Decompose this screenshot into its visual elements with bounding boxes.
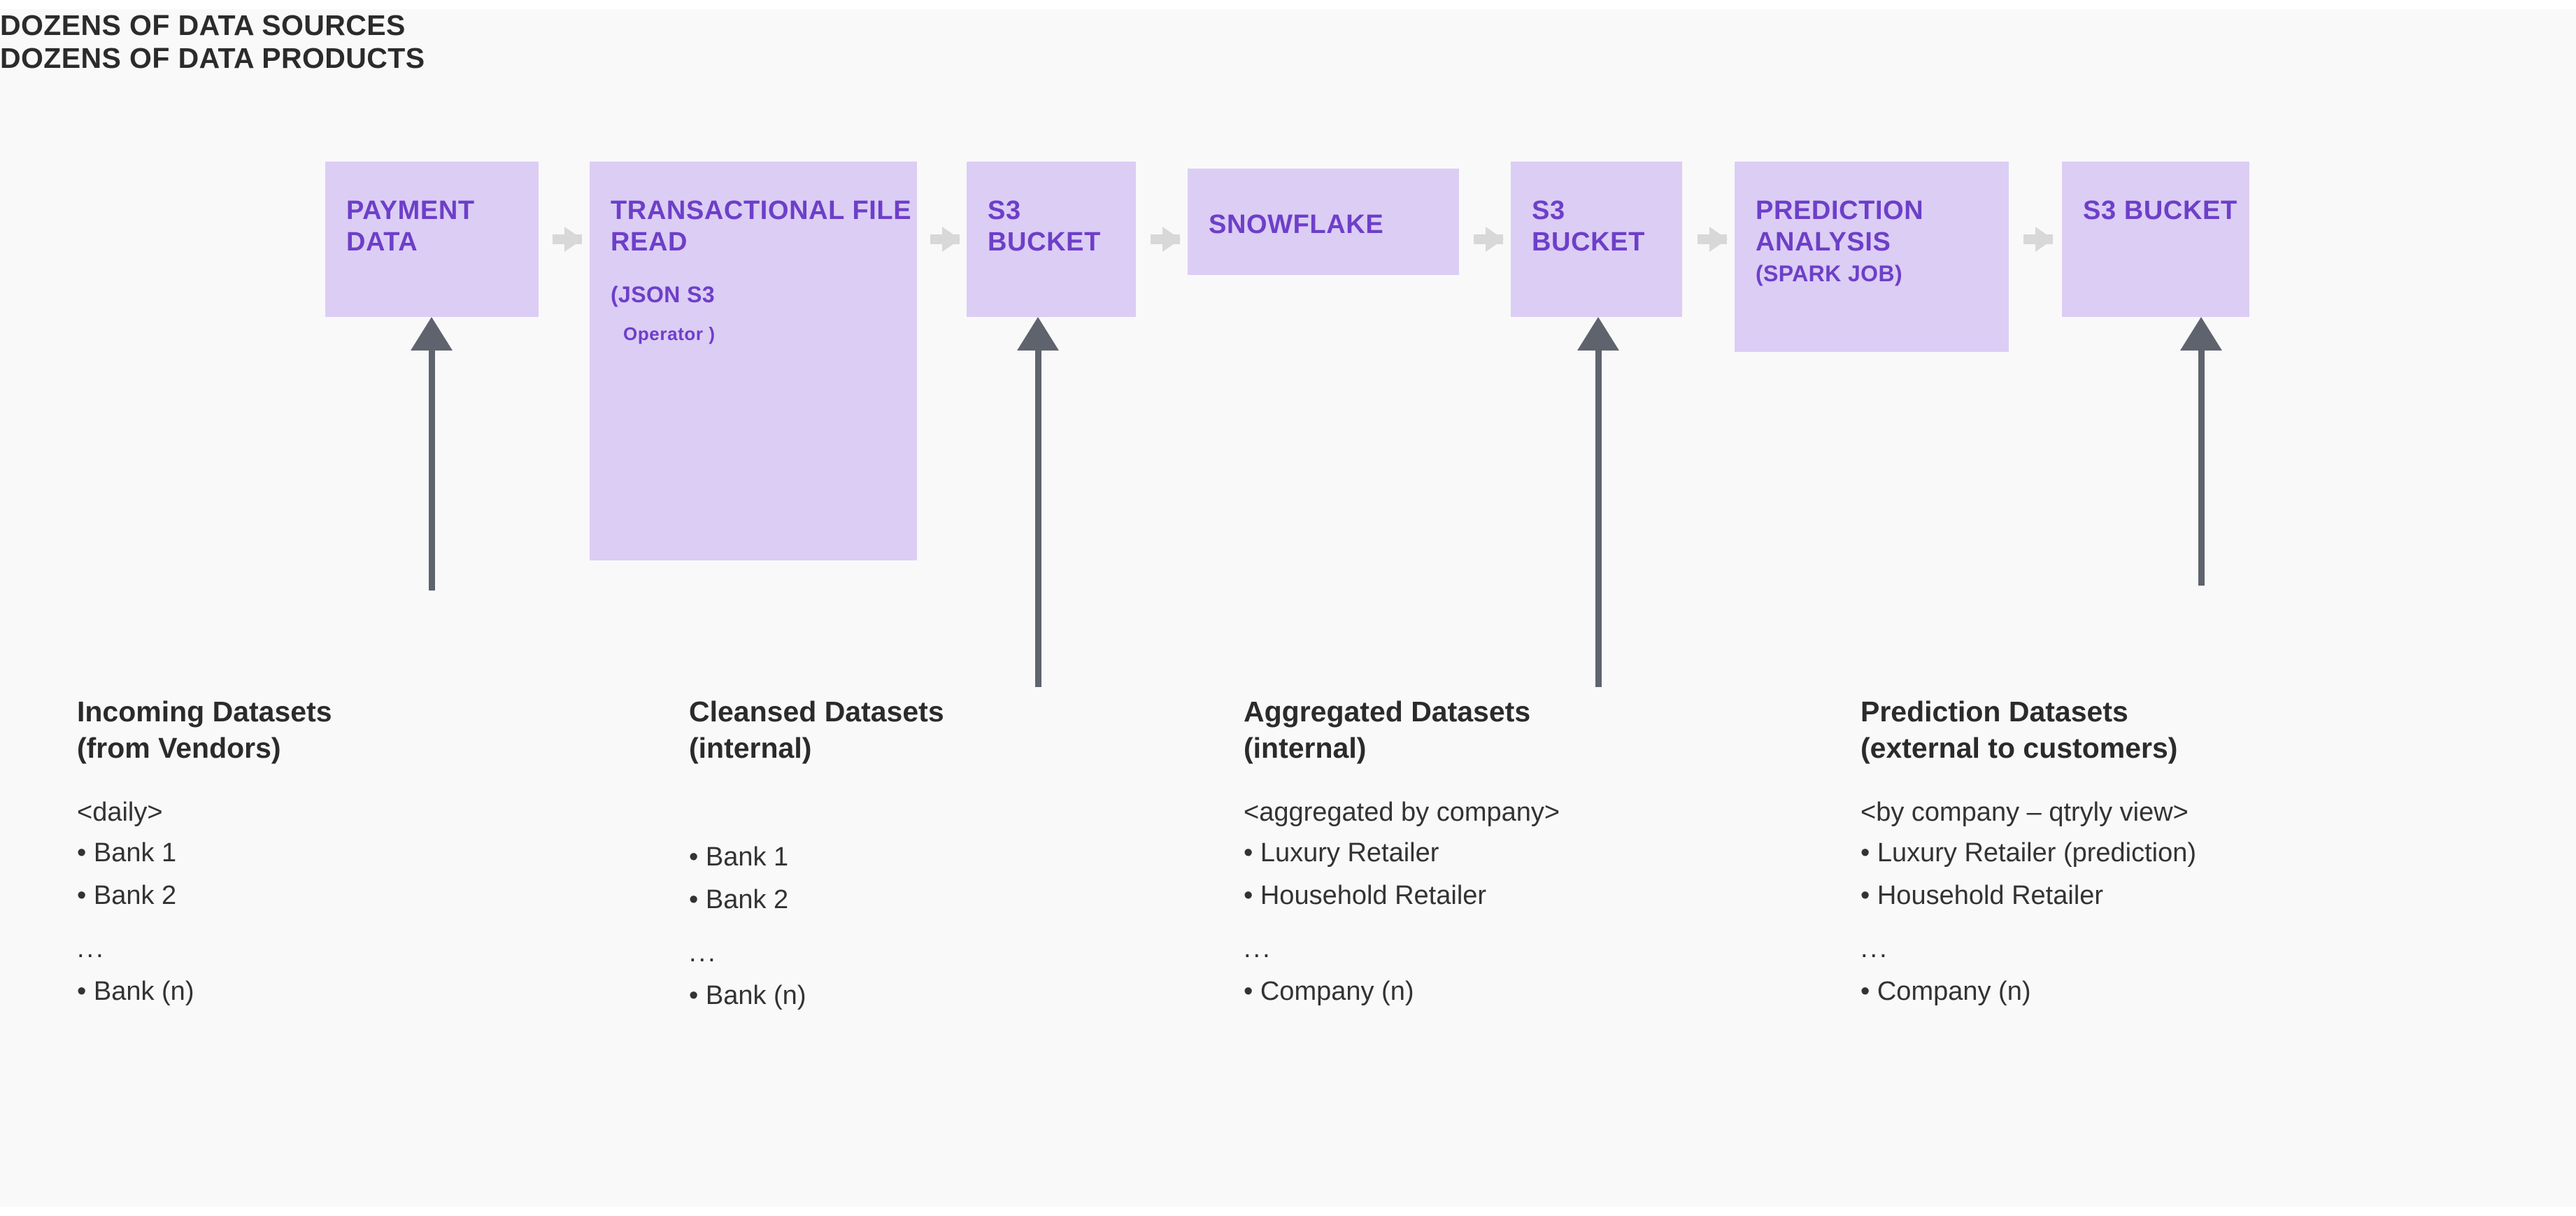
list-item: • Company (n): [1860, 977, 2031, 1007]
list-item: • Luxury Retailer (prediction): [1860, 837, 2197, 868]
source-arrow-incoming: [411, 317, 453, 591]
connector-arrow-6: [2023, 227, 2054, 252]
diagram-canvas: PAYMENT DATA TRANSACTIONAL FILE READ (JS…: [0, 9, 2576, 1207]
column-item-list: • Bank 1 • Bank 2 ... • Bank (n): [77, 836, 332, 1010]
list-item: • Bank 1: [77, 837, 177, 868]
column-prediction-datasets: Prediction Datasets (external to custome…: [1860, 693, 2196, 1010]
column-heading-line2: (internal): [689, 732, 812, 765]
list-item: • Household Retailer: [1244, 881, 1487, 911]
pipeline-node-snowflake[interactable]: SNOWFLAKE: [1188, 169, 1459, 275]
node-subtitle-secondary: Operator ): [623, 323, 716, 345]
node-title: S3 BUCKET: [1532, 196, 1645, 257]
connector-arrow-5: [1698, 227, 1728, 252]
node-title: PREDICTION ANALYSIS: [1756, 196, 1924, 257]
pipeline-node-transactional-file-read[interactable]: TRANSACTIONAL FILE READ (JSON S3 Operato…: [590, 162, 917, 560]
column-heading-line1: Prediction Datasets: [1860, 695, 2128, 728]
list-item: • Luxury Retailer: [1244, 837, 1439, 868]
column-meta: <aggregated by company>: [1244, 797, 1560, 827]
column-heading-line2: (internal): [1244, 732, 1367, 765]
column-heading: Aggregated Datasets (internal): [1244, 693, 1560, 767]
source-arrow-prediction: [2180, 317, 2222, 586]
pipeline-node-prediction-analysis[interactable]: PREDICTION ANALYSIS (SPARK JOB): [1735, 162, 2009, 352]
node-subtitle: (JSON S3: [611, 281, 716, 307]
node-title: S3 BUCKET: [2083, 196, 2237, 225]
list-item: • Household Retailer: [1860, 881, 2104, 911]
connector-arrow-3: [1151, 227, 1181, 252]
pipeline-node-s3-bucket-3[interactable]: S3 BUCKET: [2062, 162, 2249, 317]
kicker-data-sources: DOZENS OF DATA SOURCES: [0, 9, 406, 41]
column-meta: <by company – qtryly view>: [1860, 797, 2189, 827]
list-item: • Bank 1: [689, 842, 789, 872]
column-heading-line2: (from Vendors): [77, 732, 281, 765]
list-item-ellipsis: ...: [1860, 933, 1889, 963]
connector-arrow-2: [930, 227, 960, 252]
connector-arrow-1: [553, 227, 583, 252]
column-heading-line1: Cleansed Datasets: [689, 695, 944, 728]
node-title: S3 BUCKET: [988, 196, 1101, 257]
list-item: • Bank 2: [77, 881, 177, 911]
node-subtitle: (SPARK JOB): [1756, 260, 1903, 286]
column-item-list: • Bank 1 • Bank 2 ... • Bank (n): [689, 840, 944, 1014]
column-aggregated-datasets: Aggregated Datasets (internal) <aggregat…: [1244, 693, 1560, 1010]
column-meta: <daily>: [77, 797, 163, 827]
source-arrow-aggregated: [1577, 317, 1619, 687]
column-incoming-datasets: Incoming Datasets (from Vendors) <daily>…: [77, 693, 332, 1010]
source-arrow-cleansed: [1017, 317, 1059, 687]
list-item: • Bank (n): [77, 977, 194, 1007]
column-heading-line2: (external to customers): [1860, 732, 2178, 765]
pipeline-node-s3-bucket-1[interactable]: S3 BUCKET: [967, 162, 1136, 317]
node-title: SNOWFLAKE: [1209, 210, 1384, 239]
list-item: • Company (n): [1244, 977, 1414, 1007]
pipeline-node-payment-data[interactable]: PAYMENT DATA: [325, 162, 539, 317]
node-title: PAYMENT DATA: [346, 196, 475, 257]
list-item: • Bank 2: [689, 885, 789, 915]
column-cleansed-datasets: Cleansed Datasets (internal) • Bank 1 • …: [689, 693, 944, 1014]
list-item-ellipsis: ...: [689, 938, 718, 968]
column-item-list: • Luxury Retailer (prediction) • Househo…: [1860, 836, 2196, 1010]
connector-arrow-4: [1474, 227, 1504, 252]
column-item-list: • Luxury Retailer • Household Retailer .…: [1244, 836, 1560, 1010]
column-heading-line1: Incoming Datasets: [77, 695, 332, 728]
column-heading: Prediction Datasets (external to custome…: [1860, 693, 2196, 767]
list-item: • Bank (n): [689, 981, 806, 1011]
column-meta: [689, 798, 944, 832]
column-heading-line1: Aggregated Datasets: [1244, 695, 1531, 728]
column-heading: Incoming Datasets (from Vendors): [77, 693, 332, 767]
list-item-ellipsis: ...: [1244, 933, 1272, 963]
pipeline-node-s3-bucket-2[interactable]: S3 BUCKET: [1511, 162, 1682, 317]
column-heading: Cleansed Datasets (internal): [689, 693, 944, 767]
list-item-ellipsis: ...: [77, 933, 106, 963]
node-title: TRANSACTIONAL FILE READ: [611, 196, 912, 257]
kicker-data-products: DOZENS OF DATA PRODUCTS: [0, 42, 425, 74]
